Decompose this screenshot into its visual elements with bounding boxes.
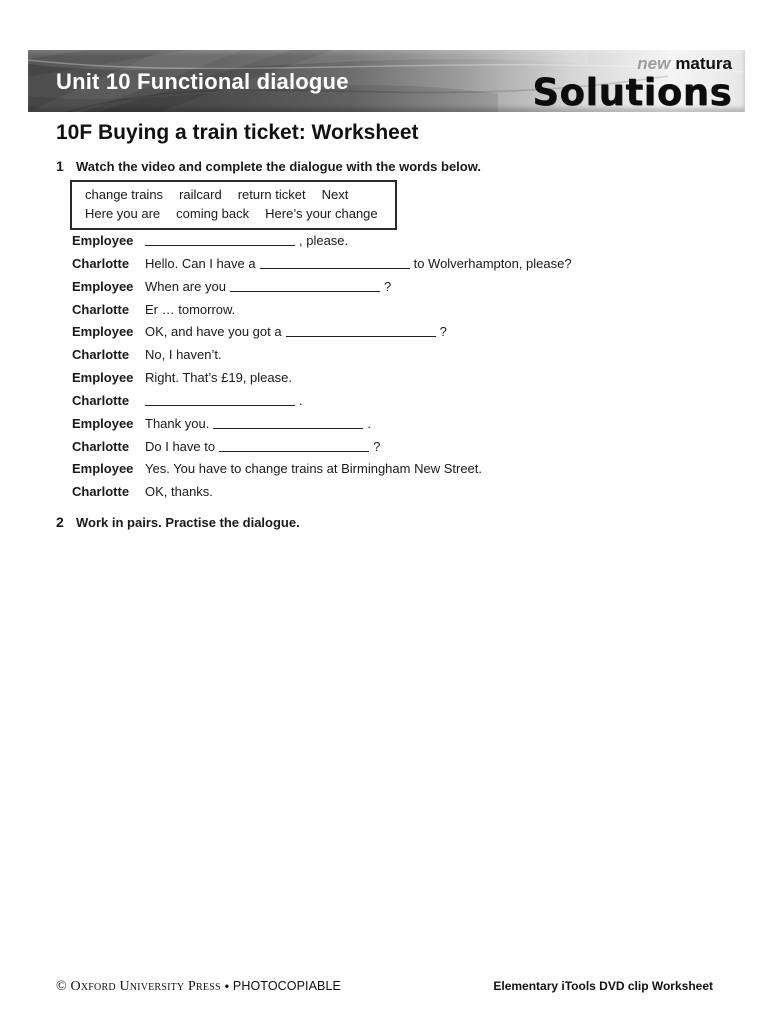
speaker-label: Charlotte bbox=[72, 392, 130, 408]
word-bank-row: change trains railcard return ticket Next bbox=[85, 185, 387, 204]
dialogue-line: Employee Thank you.. bbox=[72, 413, 572, 436]
line-text-pre: When are you bbox=[145, 278, 226, 294]
dialogue-line: Employee Right. That’s £19, please. bbox=[72, 367, 572, 390]
speaker-label: Employee bbox=[72, 370, 134, 386]
line-text-pre: Hello. Can I have a bbox=[145, 255, 256, 271]
worksheet-title: 10F Buying a train ticket: Worksheet bbox=[56, 121, 419, 144]
line-text: Hello. Can I have a to Wolverhampton, ple… bbox=[145, 256, 572, 271]
speaker-label: Employee bbox=[72, 461, 134, 477]
line-text: . bbox=[145, 393, 303, 408]
word-bank-row: Here you are coming back Here’s your chang… bbox=[85, 204, 387, 223]
line-text-post: , please. bbox=[299, 233, 349, 248]
blank-line bbox=[285, 334, 436, 338]
blank-line bbox=[213, 426, 364, 429]
footer-bullet: • bbox=[224, 979, 229, 993]
line-text: OK, and have you got a? bbox=[145, 324, 447, 339]
line-text-pre: Thank you. bbox=[145, 415, 210, 431]
exercise-2: 2 Work in pairs. Practise the dialogue. bbox=[56, 514, 300, 530]
speaker-label: Charlotte bbox=[72, 347, 130, 363]
line-text: Right. That’s £19, please. bbox=[145, 370, 292, 385]
speaker-label: Employee bbox=[72, 233, 134, 248]
line-text: When are you? bbox=[145, 279, 391, 294]
dialogue-line: Charlotte Er … tomorrow. bbox=[72, 299, 572, 322]
unit-title: Unit 10 Functional dialogue bbox=[56, 69, 349, 94]
copyright-notice: © Oxford University Press•PHOTOCOPIABLE bbox=[56, 979, 341, 995]
exercise-2-number: 2 bbox=[56, 514, 64, 530]
line-text-post: ? bbox=[439, 324, 447, 340]
speaker-label: Employee bbox=[72, 278, 134, 294]
dialogue-line: Charlotte Hello. Can I have a to Wolverham… bbox=[72, 253, 572, 276]
word-bank-item: Here’s your change bbox=[265, 206, 378, 221]
line-text: Er … tomorrow. bbox=[145, 302, 235, 317]
line-text-post: . bbox=[367, 415, 371, 431]
photocopiable-label: PHOTOCOPIABLE bbox=[232, 979, 341, 993]
dialogue-line: Charlotte OK, thanks. bbox=[72, 481, 572, 504]
logo-new-label: new bbox=[637, 54, 671, 73]
line-text: Thank you.. bbox=[145, 416, 371, 431]
line-text: OK, thanks. bbox=[145, 484, 213, 499]
banner-swoosh-decoration bbox=[28, 50, 745, 112]
page-footer: © Oxford University Press•PHOTOCOPIABLE … bbox=[56, 979, 713, 995]
dialogue-section: Employee , please. Charlotte Hello. Can I h… bbox=[72, 230, 572, 504]
dialogue-line: Employee OK, and have you got a? bbox=[72, 321, 572, 344]
logo-solutions-wordmark: Solutions bbox=[532, 71, 732, 112]
exercise-1-number: 1 bbox=[56, 158, 64, 174]
line-text: Yes. You have to change trains at Birmin… bbox=[145, 461, 482, 476]
word-bank-item: change trains bbox=[85, 187, 164, 202]
speaker-label: Charlotte bbox=[72, 484, 130, 500]
dialogue-line: Charlotte Do I have to? bbox=[72, 436, 572, 459]
speaker-label: Charlotte bbox=[72, 255, 130, 271]
line-text-pre: Right. That’s £19, please. bbox=[145, 370, 292, 386]
exercise-2-instruction: Work in pairs. Practise the dialogue. bbox=[76, 515, 300, 530]
publisher-label: © Oxford University Press bbox=[56, 979, 221, 994]
blank-line bbox=[145, 403, 295, 406]
logo-matura-label: matura bbox=[675, 54, 732, 73]
dialogue-line: Employee , please. bbox=[72, 230, 572, 253]
speaker-label: Charlotte bbox=[72, 438, 130, 454]
line-text-post: to Wolverhampton, please? bbox=[413, 255, 572, 271]
line-text: Do I have to? bbox=[145, 439, 380, 454]
line-text-pre: Er … tomorrow. bbox=[145, 301, 236, 317]
line-text-pre: Do I have to bbox=[145, 438, 216, 454]
word-bank-item: railcard bbox=[179, 187, 222, 202]
series-worksheet-label: Elementary iTools DVD clip Worksheet bbox=[493, 979, 713, 993]
dialogue-line: Charlotte. bbox=[72, 390, 572, 413]
speaker-label: Charlotte bbox=[72, 301, 130, 317]
word-bank-item: coming back bbox=[176, 206, 250, 221]
line-text-pre: No, I haven’t. bbox=[145, 347, 222, 363]
dialogue-line: Charlotte No, I haven’t. bbox=[72, 344, 572, 367]
dialogue-line: Employee Yes. You have to change trains a… bbox=[72, 458, 572, 481]
line-text-pre: OK, and have you got a bbox=[145, 324, 282, 340]
speaker-label: Employee bbox=[72, 415, 134, 431]
line-text-pre: Yes. You have to change trains at Birmin… bbox=[145, 461, 482, 477]
line-text-pre: OK, thanks. bbox=[145, 484, 213, 500]
blank-line bbox=[145, 243, 295, 246]
exercise-1: 1 Watch the video and complete the dialog… bbox=[56, 158, 481, 174]
word-bank-item: return ticket bbox=[237, 187, 306, 202]
exercise-1-instruction: Watch the video and complete the dialogu… bbox=[76, 159, 481, 174]
line-text: No, I haven’t. bbox=[145, 347, 222, 362]
word-bank-item: Here you are bbox=[85, 206, 161, 221]
blank-line bbox=[219, 449, 370, 452]
speaker-label: Employee bbox=[72, 324, 134, 340]
line-text-post: ? bbox=[383, 278, 392, 294]
blank-line bbox=[259, 266, 410, 269]
line-text-post: ? bbox=[373, 438, 381, 454]
line-text: , please. bbox=[145, 233, 348, 248]
dialogue-line: Employee When are you? bbox=[72, 276, 572, 299]
word-bank-item: Next bbox=[321, 187, 349, 202]
line-text-post: . bbox=[299, 392, 303, 408]
blank-line bbox=[229, 289, 380, 292]
